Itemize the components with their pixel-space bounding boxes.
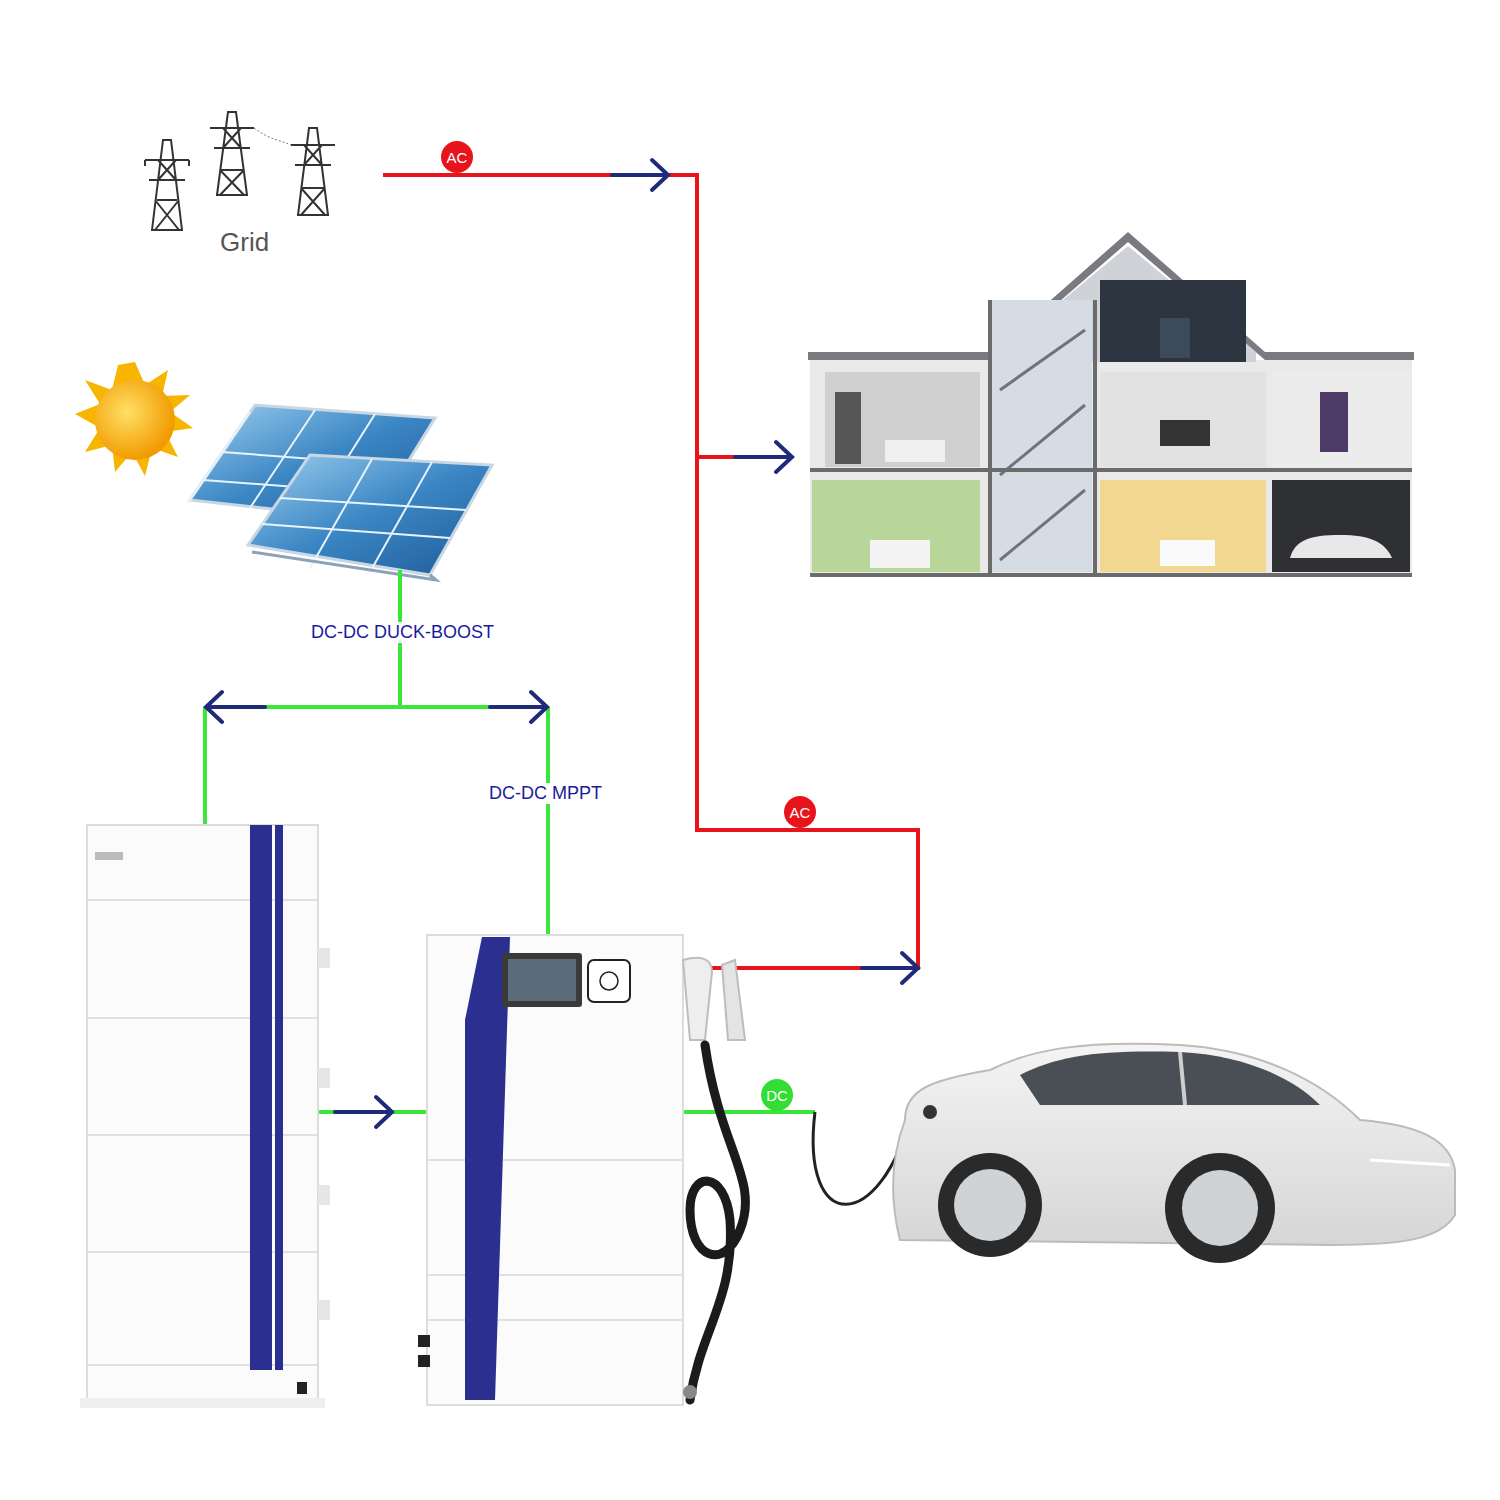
house [808, 232, 1414, 575]
converter-label: DC-DC MPPT [486, 783, 605, 804]
line-badge: AC [441, 141, 473, 173]
source-label: Grid [217, 227, 272, 258]
badge-text: DC [766, 1087, 788, 1104]
ev-charger [418, 935, 745, 1405]
electric-car [813, 1044, 1455, 1263]
converter-label: DC-DC DUCK-BOOST [308, 622, 497, 643]
solar-panels [188, 405, 492, 580]
badge-text: AC [447, 149, 468, 166]
sun [75, 362, 193, 476]
line-badge: DC [761, 1079, 793, 1111]
grid-towers [145, 112, 335, 230]
line-badge: AC [784, 796, 816, 828]
battery-cabinet [80, 825, 330, 1408]
badge-text: AC [790, 804, 811, 821]
ac-wiring [383, 175, 918, 968]
